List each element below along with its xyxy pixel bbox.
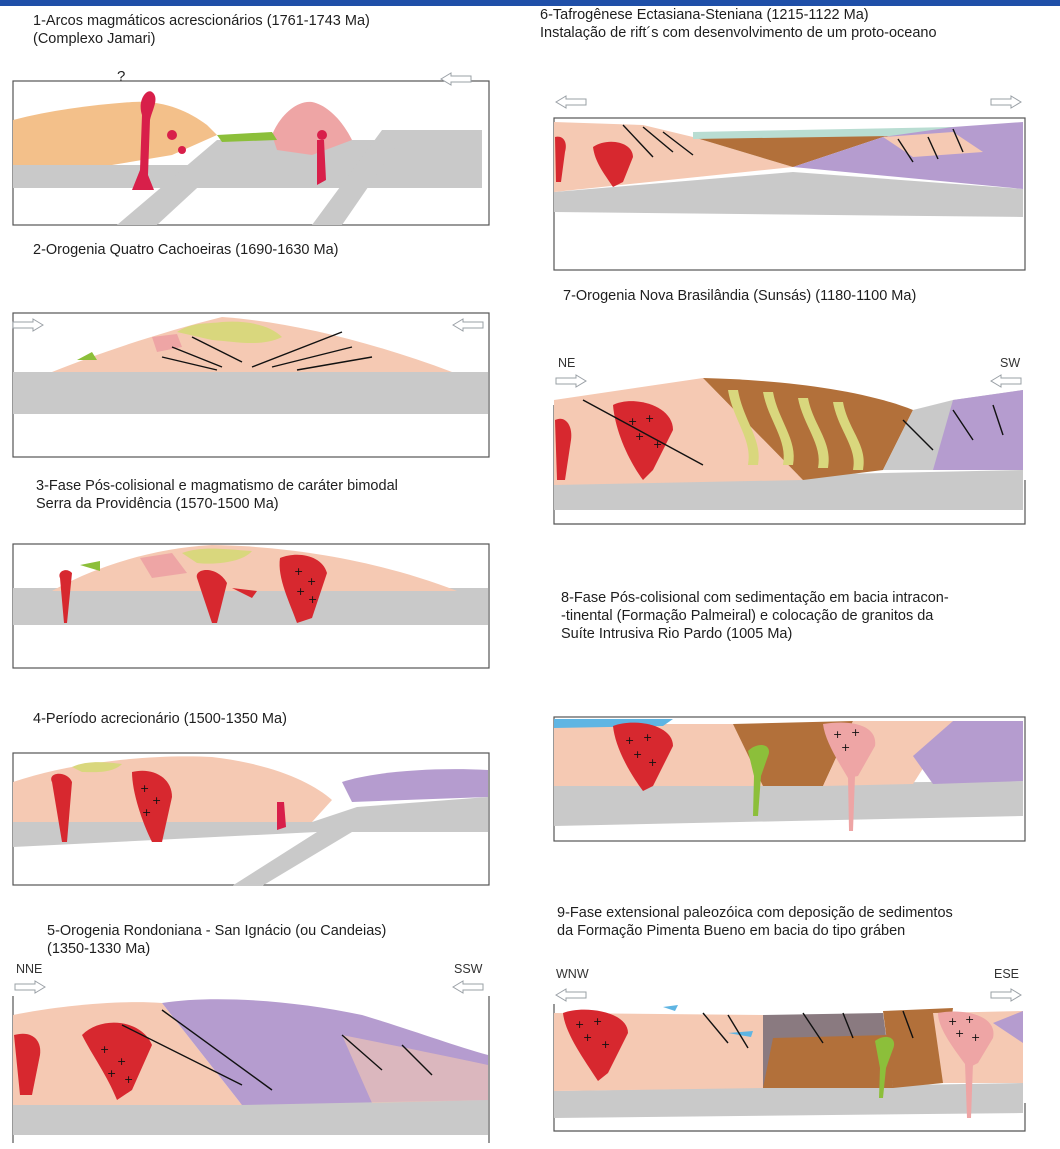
caption-6: 6-Tafrogênese Ectasiana-Steniana (1215-1… [540,6,937,42]
arrow-right-icon [12,318,44,332]
panel-9-diagram: ++++ ++++ [553,1003,1026,1143]
svg-text:+: + [648,756,657,769]
svg-text:+: + [965,1013,974,1026]
arrow-right-icon [990,988,1022,1002]
caption-6-line-1: 6-Tafrogênese Ectasiana-Steniana (1215-1… [540,6,937,24]
arrow-left-icon [452,980,484,994]
svg-text:+: + [575,1018,584,1031]
panel-8-diagram: ++++ +++ [553,716,1026,842]
svg-text:+: + [296,585,305,598]
caption-1-line-2: (Complexo Jamari) [33,30,370,48]
caption-3: 3-Fase Pós-colisional e magmatismo de ca… [36,477,398,513]
svg-text:+: + [628,415,637,428]
svg-text:+: + [601,1038,610,1051]
arrow-right-icon [990,95,1022,109]
svg-text:+: + [851,726,860,739]
panel-4-diagram: +++ [12,752,490,886]
svg-text:+: + [124,1073,133,1086]
panel-5-diagram: ++++ [12,995,490,1143]
svg-text:+: + [593,1015,602,1028]
svg-text:+: + [633,748,642,761]
svg-text:+: + [643,731,652,744]
arrow-right-icon [14,980,46,994]
svg-text:+: + [833,728,842,741]
panel-6-diagram [553,117,1026,271]
svg-text:+: + [107,1067,116,1080]
svg-text:+: + [583,1031,592,1044]
svg-text:+: + [841,741,850,754]
panel-3-diagram: ++++ [12,543,490,669]
caption-7-line-1: 7-Orogenia Nova Brasilândia (Sunsás) (11… [563,287,916,305]
svg-text:+: + [140,782,149,795]
caption-4-line-1: 4-Período acrecionário (1500-1350 Ma) [33,710,287,728]
arrow-left-icon [555,95,587,109]
caption-9-line-2: da Formação Pimenta Bueno em bacia do ti… [557,922,953,940]
direction-label-ssw: SSW [454,962,482,976]
caption-9: 9-Fase extensional paleozóica com deposi… [557,904,953,940]
arrow-left-icon [555,988,587,1002]
panel-1-diagram [12,80,490,226]
caption-5: 5-Orogenia Rondoniana - San Ignácio (ou … [47,922,386,958]
caption-2: 2-Orogenia Quatro Cachoeiras (1690-1630 … [33,241,338,259]
svg-text:+: + [955,1027,964,1040]
caption-8: 8-Fase Pós-colisional com sedimentação e… [561,589,949,643]
arrow-left-icon [452,318,484,332]
svg-text:+: + [294,565,303,578]
caption-7: 7-Orogenia Nova Brasilândia (Sunsás) (11… [563,287,916,305]
direction-label-wnw: WNW [556,967,589,981]
caption-9-line-1: 9-Fase extensional paleozóica com deposi… [557,904,953,922]
svg-text:+: + [100,1043,109,1056]
svg-text:+: + [625,734,634,747]
svg-text:+: + [152,794,161,807]
svg-text:+: + [645,412,654,425]
svg-text:+: + [307,575,316,588]
caption-2-line-1: 2-Orogenia Quatro Cachoeiras (1690-1630 … [33,241,338,259]
svg-text:+: + [117,1055,126,1068]
svg-text:+: + [971,1031,980,1044]
arrow-left-icon [440,72,472,86]
panel-7-diagram: ++++ [553,370,1026,525]
direction-label-ne: NE [558,356,575,370]
caption-8-line-3: Suíte Intrusiva Rio Pardo (1005 Ma) [561,625,949,643]
panel-2-diagram [12,312,490,458]
caption-8-line-2: -tinental (Formação Palmeiral) e colocaç… [561,607,949,625]
caption-1: 1-Arcos magmáticos acrescionários (1761-… [33,12,370,48]
svg-text:+: + [142,806,151,819]
caption-3-line-2: Serra da Providência (1570-1500 Ma) [36,495,398,513]
caption-5-line-2: (1350-1330 Ma) [47,940,386,958]
direction-label-sw: SW [1000,356,1020,370]
caption-5-line-1: 5-Orogenia Rondoniana - San Ignácio (ou … [47,922,386,940]
caption-1-line-1: 1-Arcos magmáticos acrescionários (1761-… [33,12,370,30]
direction-label-nne: NNE [16,962,42,976]
caption-4: 4-Período acrecionário (1500-1350 Ma) [33,710,287,728]
caption-3-line-1: 3-Fase Pós-colisional e magmatismo de ca… [36,477,398,495]
caption-6-line-2: Instalação de rift´s com desenvolvimento… [540,24,937,42]
caption-8-line-1: 8-Fase Pós-colisional com sedimentação e… [561,589,949,607]
svg-text:+: + [308,593,317,606]
direction-label-ese: ESE [994,967,1019,981]
